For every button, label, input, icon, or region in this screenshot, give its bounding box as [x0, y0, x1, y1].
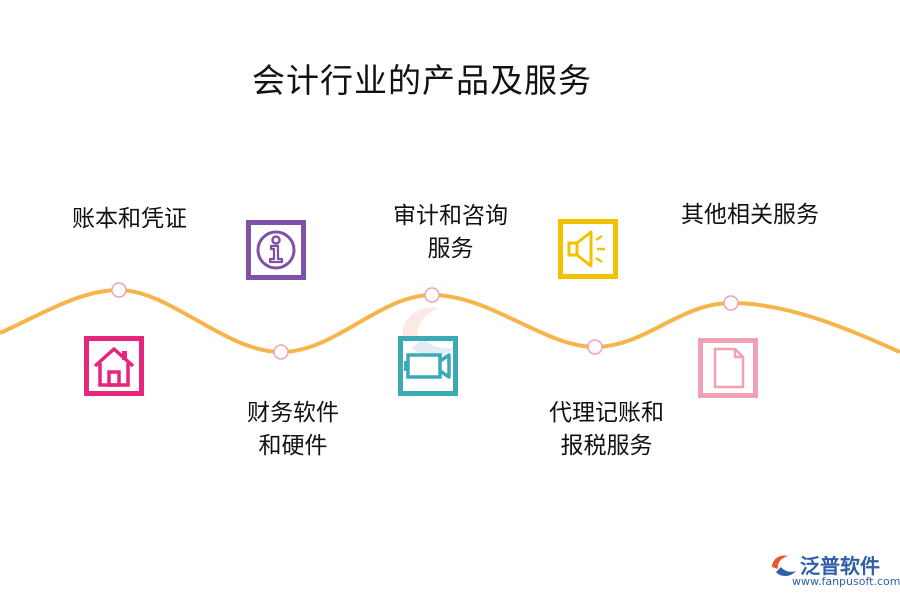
node-2 [273, 344, 289, 360]
label-bookkeeping: 代理记账和 报税服务 [549, 400, 664, 459]
brand-logo: 泛普软件 www.fanpusoft.com [770, 553, 900, 588]
projector-icon [398, 336, 458, 396]
info-icon [246, 220, 306, 280]
label-software: 财务软件 和硬件 [247, 400, 339, 459]
label-ledger: 账本和凭证 [72, 206, 187, 232]
node-5 [723, 295, 739, 311]
document-icon [698, 338, 758, 398]
node-1 [111, 282, 127, 298]
node-4 [587, 339, 603, 355]
node-3 [424, 287, 440, 303]
brand-name: 泛普软件 [800, 554, 880, 578]
brand-url: www.fanpusoft.com [792, 575, 900, 588]
watermark-logo [402, 307, 454, 357]
house-icon [84, 336, 144, 396]
speaker-icon [558, 219, 618, 279]
label-audit: 审计和咨询 服务 [393, 203, 508, 262]
label-other: 其他相关服务 [681, 202, 819, 228]
brand-logo-icon [772, 555, 796, 576]
page-title: 会计行业的产品及服务 [252, 61, 592, 100]
